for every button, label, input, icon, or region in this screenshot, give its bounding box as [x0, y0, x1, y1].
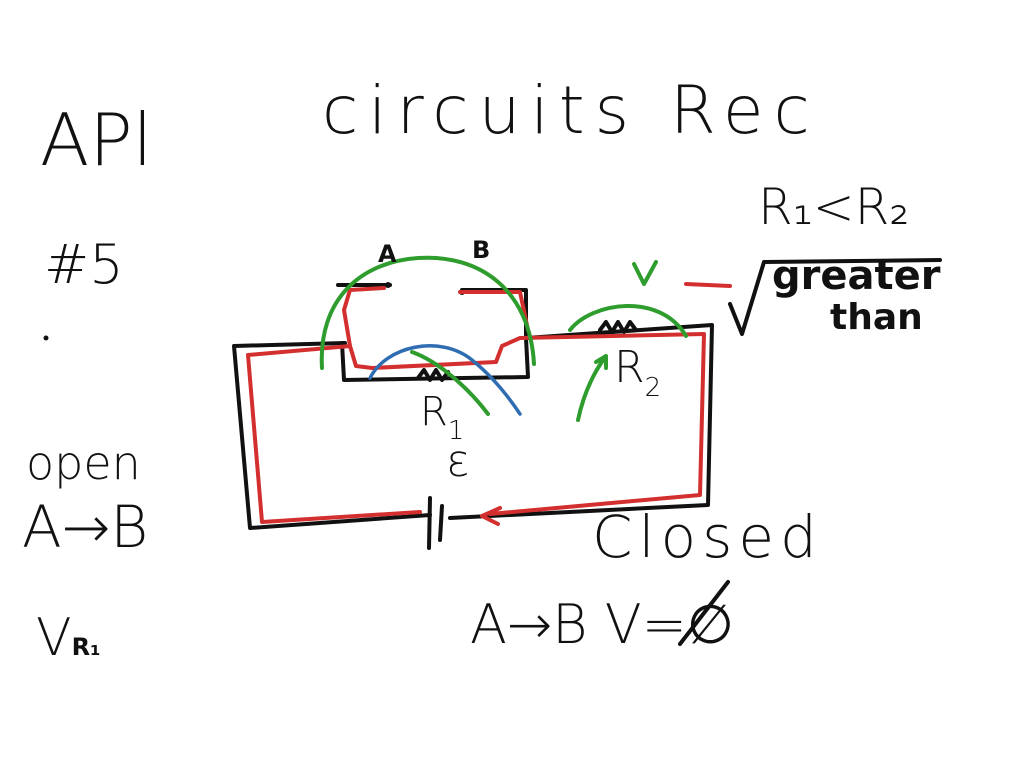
switch-b-wire	[460, 288, 528, 340]
voltage-arrow-r2	[576, 354, 608, 422]
right-loop-wire	[448, 323, 714, 520]
v-mark	[632, 260, 658, 286]
problem-number: #5	[44, 233, 124, 296]
r1-subscript: 1	[447, 416, 465, 446]
greater-dash	[684, 282, 732, 288]
open-path: A→B	[22, 493, 149, 561]
r1-label: R1	[420, 392, 464, 444]
closed-label: Closed	[592, 503, 823, 571]
switch-a-contact	[385, 282, 391, 288]
closed-path: A→B V=∅	[470, 593, 734, 656]
r2-subscript: 2	[644, 373, 662, 403]
v-r1-main: V	[36, 608, 72, 668]
left-loop-wire	[232, 341, 432, 530]
switch-b-label: B	[472, 236, 491, 264]
open-label: open	[26, 436, 141, 490]
flow-arc	[368, 344, 522, 416]
r2-letter: R	[614, 342, 645, 393]
current-through-switch	[342, 286, 530, 348]
than-text: than	[830, 297, 923, 338]
voltage-arc-r2	[568, 304, 688, 338]
resistance-comparison: R₁<R₂	[758, 178, 910, 236]
v-r1-note: VR₁	[36, 612, 101, 664]
page-title: circuits Rec	[322, 72, 820, 149]
emf-label: ε	[446, 436, 470, 487]
blue-flow-arc	[368, 344, 522, 416]
resistor-r1-symbol	[416, 368, 450, 382]
circuit-wires	[43, 282, 714, 550]
voltage-arc-ab	[319, 255, 536, 370]
resistor-r2-symbol	[598, 320, 638, 334]
current-path	[246, 282, 732, 526]
greater-text: greater	[772, 253, 941, 299]
v-r1-subscript: R₁	[71, 633, 101, 661]
r1-branch-wire	[340, 336, 530, 382]
battery-symbol	[427, 496, 444, 550]
voltage-arrow-r1	[410, 350, 490, 416]
null-slash	[678, 580, 730, 646]
r2-label: R2	[614, 346, 662, 403]
course-label: APl	[40, 98, 153, 182]
switch-a-label: A	[378, 240, 397, 268]
radical-mark	[728, 258, 942, 336]
r1-letter: R	[420, 389, 448, 435]
voltage-arcs	[319, 255, 688, 422]
stray-dot	[43, 335, 49, 341]
current-arrowhead	[480, 506, 502, 526]
